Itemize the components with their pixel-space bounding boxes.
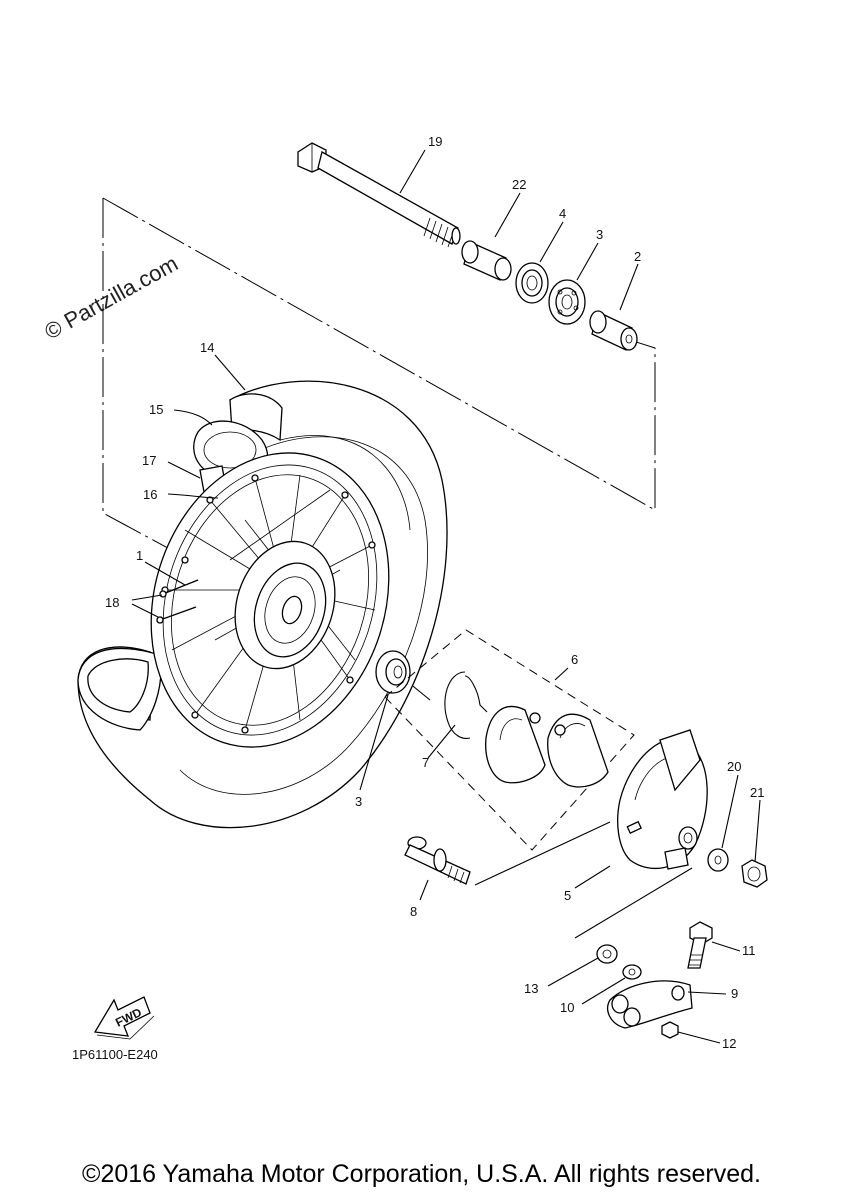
- lever-nut: [661, 1021, 679, 1039]
- brake-shoes: [485, 705, 609, 788]
- copyright-notice: ©2016 Yamaha Motor Corporation, U.S.A. A…: [82, 1160, 761, 1188]
- callout-7: 7: [422, 755, 429, 770]
- callout-12: 12: [722, 1036, 736, 1051]
- callout-6: 6: [571, 652, 578, 667]
- callout-10: 10: [560, 1000, 574, 1015]
- axle-nut: [741, 859, 768, 888]
- bearing-lower: [375, 650, 411, 694]
- lever-washer: [622, 964, 642, 980]
- parts-diagram: © Partzilla.com: [40, 134, 768, 1062]
- callout-19: 19: [428, 134, 442, 149]
- callout-11: 11: [742, 943, 756, 958]
- callout-labels: 19 22 4 3 2 14 15 17 16 1 18 6 7 3 20 21…: [105, 134, 764, 1051]
- callout-2: 2: [634, 249, 641, 264]
- callout-9: 9: [731, 986, 738, 1001]
- diagram-code: 1P61100-E240: [72, 1047, 158, 1062]
- cam-lever: [607, 980, 693, 1029]
- spoke-detail: [156, 579, 199, 624]
- callout-14: 14: [200, 340, 214, 355]
- leader-lines: [131, 149, 761, 1044]
- spring: [444, 671, 488, 739]
- callout-17: 17: [142, 453, 156, 468]
- oil-seal: [515, 262, 549, 304]
- fwd-arrow: FWD: [93, 996, 155, 1040]
- wheel-rim: [150, 452, 390, 748]
- brake-shoe-box: [384, 629, 635, 851]
- callout-16: 16: [143, 487, 157, 502]
- callout-4: 4: [559, 206, 566, 221]
- callout-1: 1: [136, 548, 143, 563]
- washer: [707, 848, 729, 872]
- callout-5: 5: [564, 888, 571, 903]
- callout-20: 20: [727, 759, 741, 774]
- lever-bolt: [687, 921, 713, 969]
- callout-15: 15: [149, 402, 163, 417]
- callout-3-upper: 3: [596, 227, 603, 242]
- brake-shoe-plate: [617, 729, 708, 870]
- callout-21: 21: [750, 785, 764, 800]
- collar: [461, 240, 512, 281]
- camshaft: [404, 836, 471, 885]
- axle: [297, 142, 461, 248]
- callout-22: 22: [512, 177, 526, 192]
- callout-8: 8: [410, 904, 417, 919]
- lever-spacer: [596, 944, 618, 964]
- callout-18: 18: [105, 595, 119, 610]
- watermark: © Partzilla.com: [40, 251, 182, 345]
- spacer: [589, 310, 638, 351]
- callout-13: 13: [524, 981, 538, 996]
- callout-3-lower: 3: [355, 794, 362, 809]
- bearing-upper: [548, 279, 586, 325]
